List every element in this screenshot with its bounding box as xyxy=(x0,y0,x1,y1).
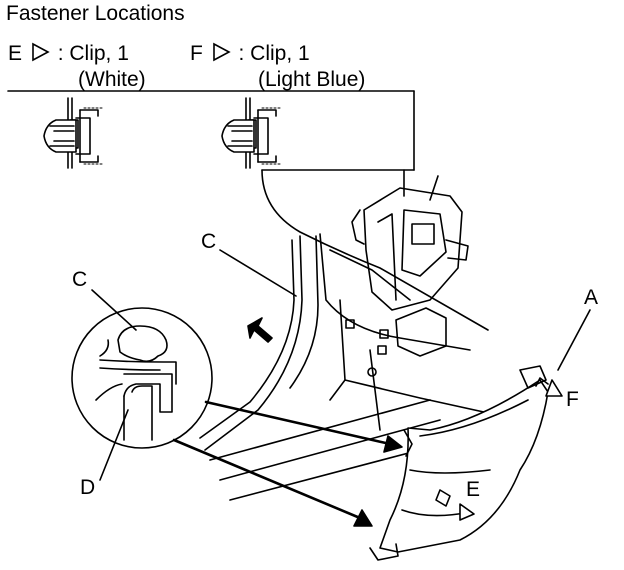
page-title: Fastener Locations xyxy=(6,2,185,25)
detail-arrow-lower xyxy=(172,438,362,520)
callout-d: D xyxy=(80,476,96,499)
callout-c-top: C xyxy=(201,230,217,253)
detail-arrow-upper xyxy=(204,400,392,446)
clip-inset-frame xyxy=(7,90,415,171)
triangle-pointer-icon xyxy=(32,42,50,62)
callout-c-detail: C xyxy=(72,268,88,291)
clip-e-marker-icon xyxy=(459,503,475,521)
clip-e-header: E : Clip, 1 xyxy=(8,42,129,66)
clip-f-marker-icon xyxy=(545,379,563,397)
weatherstrip-detail-circle xyxy=(71,307,213,449)
clip-f-letter: F xyxy=(190,42,203,65)
callout-e: E xyxy=(466,478,481,501)
inset-leader-line xyxy=(261,169,489,331)
clip-e-letter: E xyxy=(8,42,23,65)
trim-panel xyxy=(369,365,549,561)
clip-f-label: : Clip, 1 xyxy=(238,42,310,65)
clip-e-drawing xyxy=(43,97,103,169)
door-lock-mechanism xyxy=(351,169,469,357)
clip-f-header: F : Clip, 1 xyxy=(190,42,310,66)
callout-a: A xyxy=(584,286,599,309)
triangle-pointer-icon xyxy=(212,42,231,62)
clip-f-color: (Light Blue) xyxy=(258,68,366,91)
callout-f: F xyxy=(566,388,579,411)
clip-e-color: (White) xyxy=(78,68,146,91)
forward-arrow-icon xyxy=(247,317,273,343)
clip-e-label: : Clip, 1 xyxy=(57,42,129,65)
clip-f-drawing xyxy=(221,97,281,169)
